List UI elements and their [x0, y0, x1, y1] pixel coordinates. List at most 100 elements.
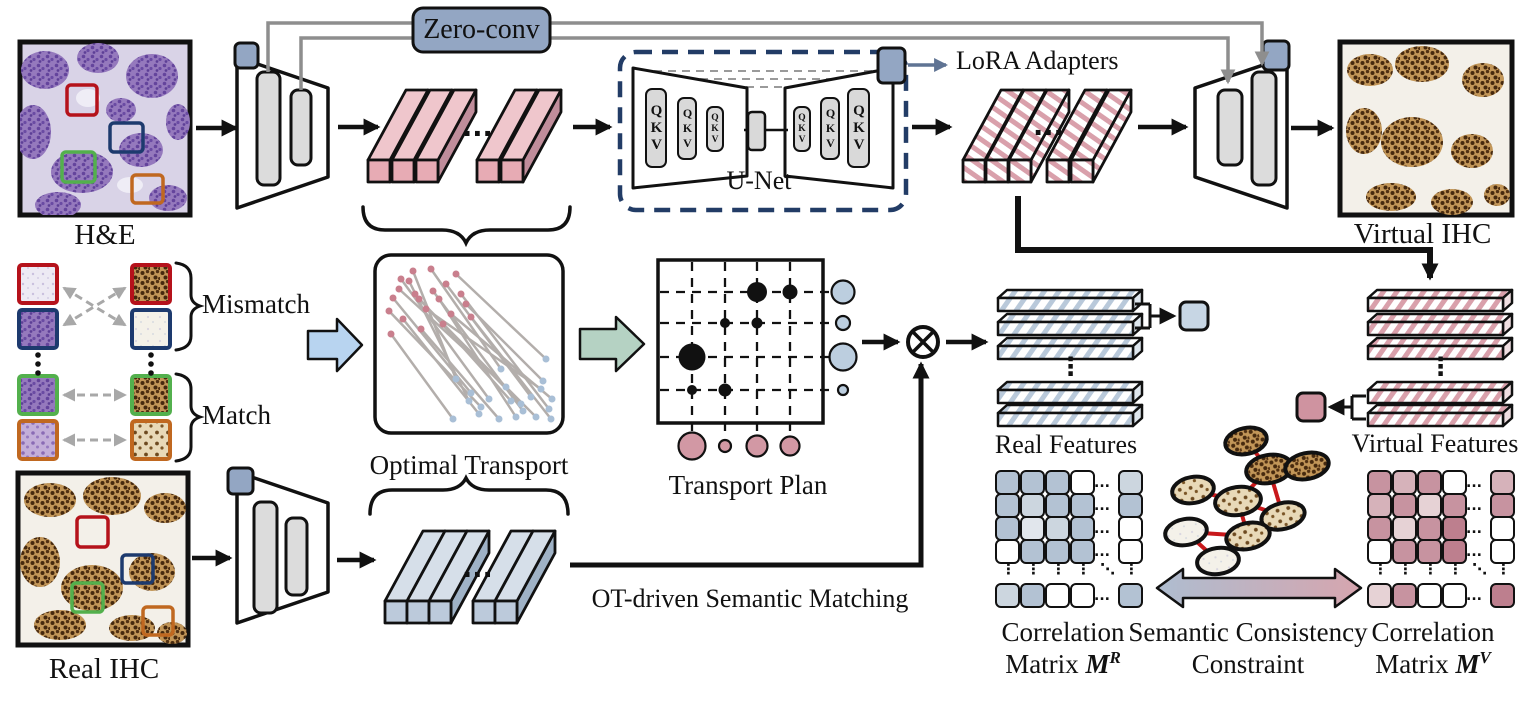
- matrix-ellipsis: ...: [1466, 544, 1482, 560]
- decoder-top: [1193, 39, 1291, 210]
- virtual-ihc-label: Virtual IHC: [1353, 218, 1492, 250]
- matrix-cell: [1392, 516, 1417, 541]
- pair-arrows: [62, 286, 127, 447]
- pooling-bracket: [1350, 394, 1366, 421]
- matrix-cell: [1020, 539, 1045, 564]
- matrix-cell: [1020, 470, 1045, 495]
- qkv-block: QKV: [820, 97, 840, 160]
- matrix-ellipsis: ⋮: [1423, 560, 1438, 578]
- ihc-token-bars: [383, 529, 557, 625]
- unet-bottleneck: [746, 110, 767, 152]
- plan-mass-dots: [678, 282, 798, 397]
- encoder-bottom: [226, 466, 330, 625]
- ihc-tokens-to-fusion: [570, 361, 930, 568]
- matrix-cell: [1367, 470, 1392, 495]
- corr-r-line1: Correlation: [1001, 617, 1125, 647]
- semantic-graph: [1163, 425, 1331, 577]
- mismatch-brace: [174, 261, 205, 352]
- virtual-features-bars: [1295, 288, 1514, 428]
- matrix-cell: [1118, 583, 1143, 608]
- matrix-cell: [1442, 539, 1467, 564]
- matrix-cell: [1118, 470, 1143, 495]
- he-blue-patch-box: [108, 121, 145, 154]
- matrix-cell: [1490, 470, 1515, 495]
- matrix-cell: [1417, 583, 1442, 608]
- matrix-cell: [995, 516, 1020, 541]
- matrix-ellipsis: ...: [1466, 498, 1482, 514]
- matrix-cell: [995, 493, 1020, 518]
- he-green-patch-box: [60, 150, 97, 184]
- correlation-matrix-v-label: Correlation Matrix MV: [1323, 617, 1532, 681]
- lora-adapters-label: LoRA Adapters: [956, 46, 1119, 75]
- qkv-block: QKV: [706, 106, 724, 152]
- matrix-ellipsis: ...: [1094, 588, 1110, 604]
- adapter-chip-icon: [233, 41, 260, 70]
- corr-v-line1: Correlation: [1371, 617, 1495, 647]
- corr-v-line2: Matrix MV: [1375, 647, 1491, 679]
- consistency-double-arrow: [1155, 567, 1363, 609]
- matrix-cell: [1490, 539, 1515, 564]
- optimal-transport-label: Optimal Transport: [369, 450, 569, 480]
- corr-r-line2: Matrix MR: [1005, 647, 1121, 679]
- matrix-ellipsis: ...: [1094, 521, 1110, 537]
- matrix-cell: [1442, 470, 1467, 495]
- target-points: [449, 355, 556, 423]
- he-red-patch-box: [65, 83, 99, 117]
- matrix-cell: [1442, 516, 1467, 541]
- constraint-line1: Semantic Consistency: [1128, 617, 1368, 647]
- correlation-matrix-v: ...............⋮⋮⋮⋮⋮⋱: [1367, 470, 1517, 610]
- transport-lines: [388, 268, 553, 420]
- matrix-cell: [995, 470, 1020, 495]
- matrix-cell: [1417, 539, 1442, 564]
- matrix-ellipsis: ⋮: [1373, 560, 1388, 578]
- matrix-ellipsis: ⋮: [1026, 560, 1041, 578]
- fusion-operator: [906, 325, 940, 359]
- blue-block-arrow: [306, 317, 364, 373]
- matrix-ellipsis: ⋱: [1472, 560, 1487, 578]
- correlation-matrix-r-label: Correlation Matrix MR: [953, 617, 1173, 681]
- adapted-tokens-ellipsis: ...: [1033, 111, 1064, 142]
- matrix-cell: [1020, 516, 1045, 541]
- matrix-cell: [1118, 493, 1143, 518]
- matrix-ellipsis: ⋮: [1398, 560, 1413, 578]
- matrix-cell: [1490, 493, 1515, 518]
- col-marginals: [677, 431, 801, 461]
- matrix-cell: [1392, 470, 1417, 495]
- optimal-transport-box: [373, 253, 565, 435]
- graph-nodes: [1163, 425, 1331, 577]
- real-ihc-label: Real IHC: [48, 653, 160, 685]
- adapted-tokens-to-virtual-features: [1015, 196, 1439, 281]
- adapter-chip-icon: [1261, 39, 1291, 72]
- matrix-cell: [1020, 493, 1045, 518]
- matrix-cell: [1392, 583, 1417, 608]
- source-points: [385, 265, 475, 338]
- matrix-ellipsis: ...: [1094, 475, 1110, 491]
- matrix-cell: [1442, 583, 1467, 608]
- he-tokens-ellipsis: ...: [462, 112, 493, 143]
- qkv-block: QKV: [677, 97, 697, 160]
- overbrace-ihc-tokens: [368, 474, 570, 516]
- matrix-cell: [1417, 470, 1442, 495]
- transport-plan: [656, 258, 858, 461]
- matrix-cell: [1442, 493, 1467, 518]
- unet-label: U-Net: [726, 166, 792, 195]
- real-features-bars: [996, 288, 1210, 428]
- real-features-label: Real Features: [994, 430, 1138, 459]
- real-features-vdots: ⋮: [1058, 352, 1083, 381]
- matrix-cell: [1392, 493, 1417, 518]
- matrix-cell: [1045, 470, 1070, 495]
- matrix-cell: [1045, 516, 1070, 541]
- ihc-red-patch-box: [75, 515, 110, 549]
- matrix-cell: [1070, 493, 1095, 518]
- underbrace-he-tokens: [361, 205, 572, 248]
- matrix-cell: [1392, 539, 1417, 564]
- braces: [174, 205, 572, 516]
- matrix-cell: [1417, 516, 1442, 541]
- correlation-matrix-r: ...............⋮⋮⋮⋮⋮⋱: [995, 470, 1145, 610]
- matrix-ellipsis: ⋮: [1496, 560, 1511, 578]
- matrix-cell: [995, 539, 1020, 564]
- matrix-ellipsis: ⋮: [1076, 560, 1091, 578]
- matrix-cell: [1070, 583, 1095, 608]
- matrix-ellipsis: ⋮: [1124, 560, 1139, 578]
- encoder-top: [233, 41, 330, 210]
